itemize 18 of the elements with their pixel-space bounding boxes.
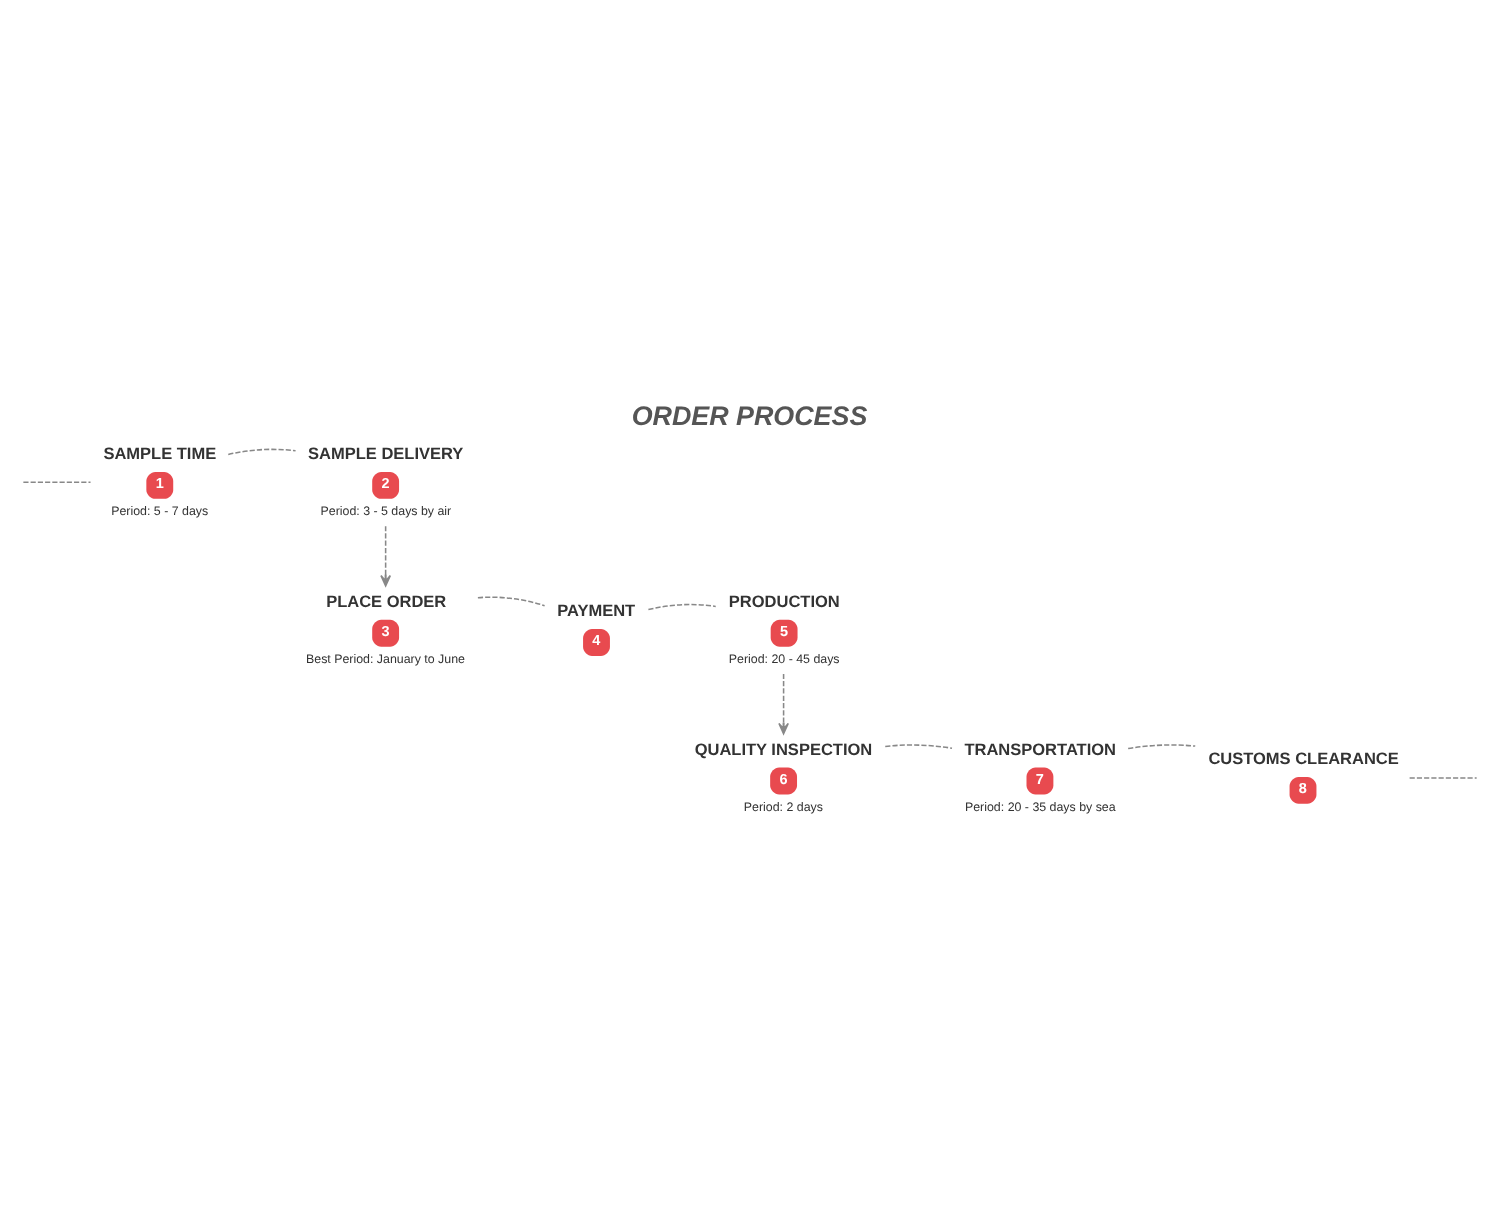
node-label: SAMPLE DELIVERY	[308, 444, 464, 463]
connector	[884, 743, 953, 748]
arrow	[380, 524, 392, 586]
connector	[22, 480, 92, 483]
node-label: CUSTOMS CLEARANCE	[1208, 749, 1399, 768]
diagram-title: ORDER PROCESS	[631, 399, 868, 430]
node-label: PRODUCTION	[728, 592, 840, 611]
connector	[227, 447, 297, 455]
arrow	[778, 672, 790, 734]
connector	[647, 602, 717, 610]
node-label: TRANSPORTATION	[964, 739, 1117, 758]
node-label: PLACE ORDER	[326, 592, 447, 611]
node-label: PAYMENT	[557, 601, 636, 620]
connector	[1127, 743, 1196, 749]
connector	[477, 595, 546, 606]
node-label: QUALITY INSPECTION	[694, 739, 873, 758]
node-label: SAMPLE TIME	[103, 444, 217, 463]
connector	[1408, 776, 1478, 778]
